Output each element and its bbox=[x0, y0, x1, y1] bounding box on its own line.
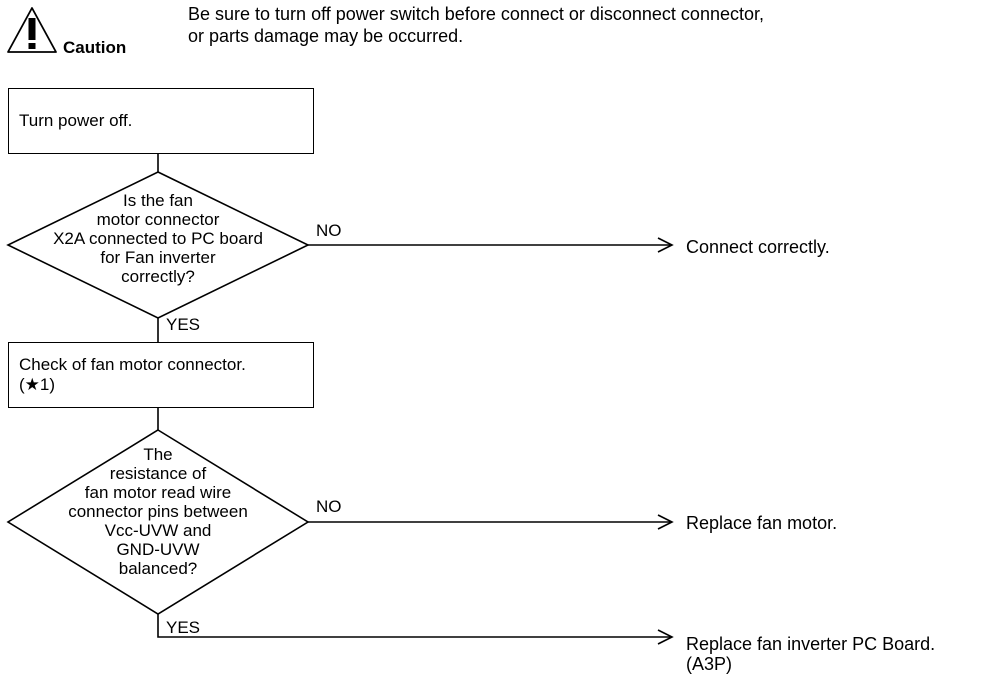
result-replace-pc-board: Replace fan inverter PC Board. (A3P) bbox=[686, 634, 936, 674]
decision-2-yes-label: YES bbox=[166, 618, 201, 637]
arrowhead bbox=[657, 237, 674, 253]
decision-2-text: The resistance of fan motor read wire co… bbox=[68, 445, 248, 578]
caution-text: Be sure to turn off power switch before … bbox=[188, 4, 764, 46]
decision-1-text: Is the fan motor connector X2A connected… bbox=[53, 191, 263, 286]
arrowhead bbox=[657, 514, 674, 530]
decision-1-no-label: NO bbox=[316, 221, 342, 240]
arrowhead bbox=[657, 629, 674, 645]
step-1-text: Turn power off. bbox=[19, 111, 133, 130]
decision-2-no-label: NO bbox=[316, 497, 342, 516]
warning-triangle-icon bbox=[7, 7, 57, 53]
step-check-fan-motor-connector: Check of fan motor connector. (★1) bbox=[8, 342, 314, 408]
result-connect-correctly: Connect correctly. bbox=[686, 237, 830, 257]
step-turn-power-off: Turn power off. bbox=[8, 88, 314, 154]
yes-line-2 bbox=[157, 614, 672, 638]
result-replace-fan-motor: Replace fan motor. bbox=[686, 513, 838, 533]
decision-1-yes-label: YES bbox=[166, 315, 201, 334]
caution-label: Caution bbox=[63, 38, 127, 57]
